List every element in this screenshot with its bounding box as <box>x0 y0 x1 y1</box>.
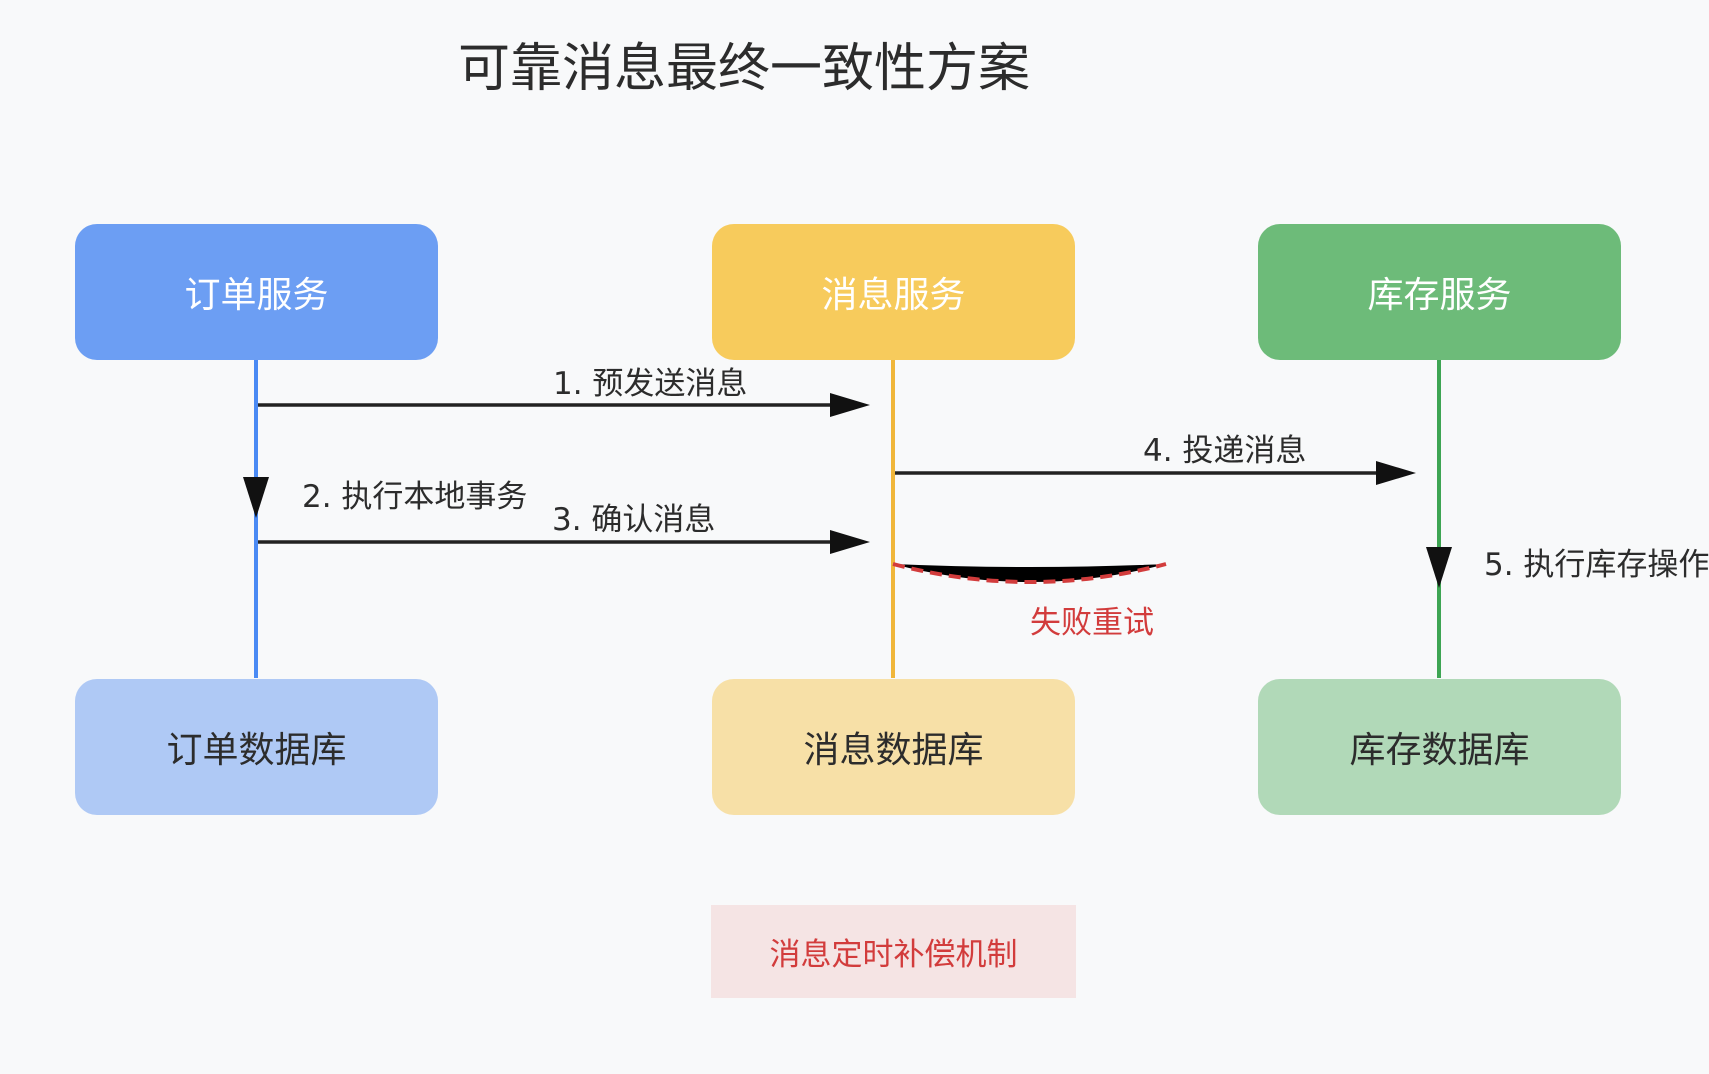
message-service-label: 消息服务 <box>821 275 966 316</box>
retry-label: 失败重试 <box>1030 605 1154 641</box>
order-database-label: 订单数据库 <box>166 730 347 771</box>
inventory-database-label: 库存数据库 <box>1349 730 1530 771</box>
order-database-box: 订单数据库 <box>75 679 438 815</box>
step5-arrowhead-icon <box>1426 547 1452 588</box>
step1-arrowhead-icon <box>830 393 870 417</box>
step4-arrowhead-icon <box>1376 461 1416 485</box>
step2-arrowhead-icon <box>243 477 269 518</box>
step3-label: 3. 确认消息 <box>552 502 716 538</box>
message-database-box: 消息数据库 <box>712 679 1075 815</box>
compensation-box: 消息定时补偿机制 <box>711 905 1076 998</box>
step4-label: 4. 投递消息 <box>1143 433 1307 469</box>
diagram-canvas: 可靠消息最终一致性方案 订单服务 消息服务 库存服务 订单数据库 消息数据库 库… <box>75 39 1709 998</box>
order-service-box: 订单服务 <box>75 224 438 360</box>
step3-arrowhead-icon <box>830 530 870 554</box>
inventory-database-box: 库存数据库 <box>1258 679 1621 815</box>
retry-curve <box>892 562 1167 584</box>
compensation-label: 消息定时补偿机制 <box>769 937 1018 973</box>
inventory-service-label: 库存服务 <box>1367 275 1512 316</box>
step5-label: 5. 执行库存操作 <box>1484 547 1709 583</box>
retry-curve-fill <box>893 564 1166 582</box>
step1-label: 1. 预发送消息 <box>553 366 748 402</box>
diagram-title: 可靠消息最终一致性方案 <box>458 39 1031 99</box>
message-database-label: 消息数据库 <box>803 730 984 771</box>
order-service-label: 订单服务 <box>184 275 329 316</box>
inventory-service-box: 库存服务 <box>1258 224 1621 360</box>
connector-layer <box>243 360 1452 678</box>
message-service-box: 消息服务 <box>712 224 1075 360</box>
step2-label: 2. 执行本地事务 <box>302 479 528 515</box>
